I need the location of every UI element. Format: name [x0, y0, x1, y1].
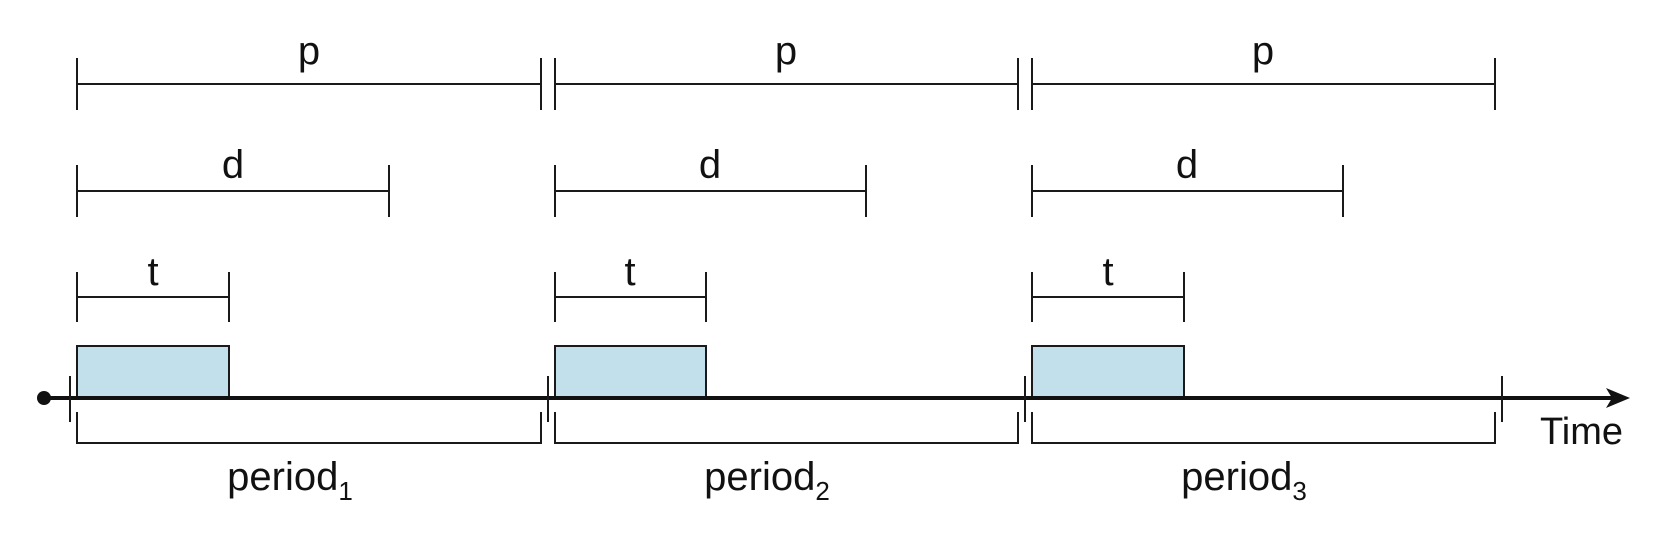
t-dimension-2: t	[554, 250, 707, 322]
period-label-1: period1	[227, 455, 353, 506]
p-dimension-2: p	[554, 29, 1019, 110]
period-bracket-1	[76, 412, 542, 444]
period-group-3: p d t period3	[1031, 29, 1496, 506]
processing-burst-1	[76, 345, 230, 399]
period-group-1: p d t period1	[76, 29, 542, 506]
p-dimension-3: p	[1031, 29, 1496, 110]
p-label-2: p	[775, 29, 797, 73]
d-label-3: d	[1176, 143, 1198, 187]
t-dimension-1: t	[76, 250, 230, 322]
time-origin-dot	[37, 391, 51, 405]
p-label-3: p	[1252, 29, 1274, 73]
period-bracket-2	[554, 412, 1019, 444]
time-axis-label: Time	[1540, 411, 1623, 453]
t-dimension-3: t	[1031, 250, 1185, 322]
processing-burst-3	[1031, 345, 1185, 399]
period-label-2: period2	[704, 455, 830, 506]
d-dimension-1: d	[76, 143, 390, 217]
d-label-1: d	[222, 143, 244, 187]
time-axis-arrowhead	[1606, 388, 1630, 408]
d-label-2: d	[699, 143, 721, 187]
t-label-1: t	[147, 250, 158, 294]
period-label-3: period3	[1181, 455, 1307, 506]
d-dimension-3: d	[1031, 143, 1344, 217]
p-dimension-1: p	[76, 29, 542, 110]
period-bracket-3	[1031, 412, 1496, 444]
t-label-3: t	[1102, 250, 1113, 294]
t-label-2: t	[624, 250, 635, 294]
period-group-2: p d t period2	[554, 29, 1019, 506]
time-axis: Time	[37, 376, 1630, 453]
p-label-1: p	[298, 29, 320, 73]
d-dimension-2: d	[554, 143, 867, 217]
processing-burst-2	[554, 345, 707, 399]
